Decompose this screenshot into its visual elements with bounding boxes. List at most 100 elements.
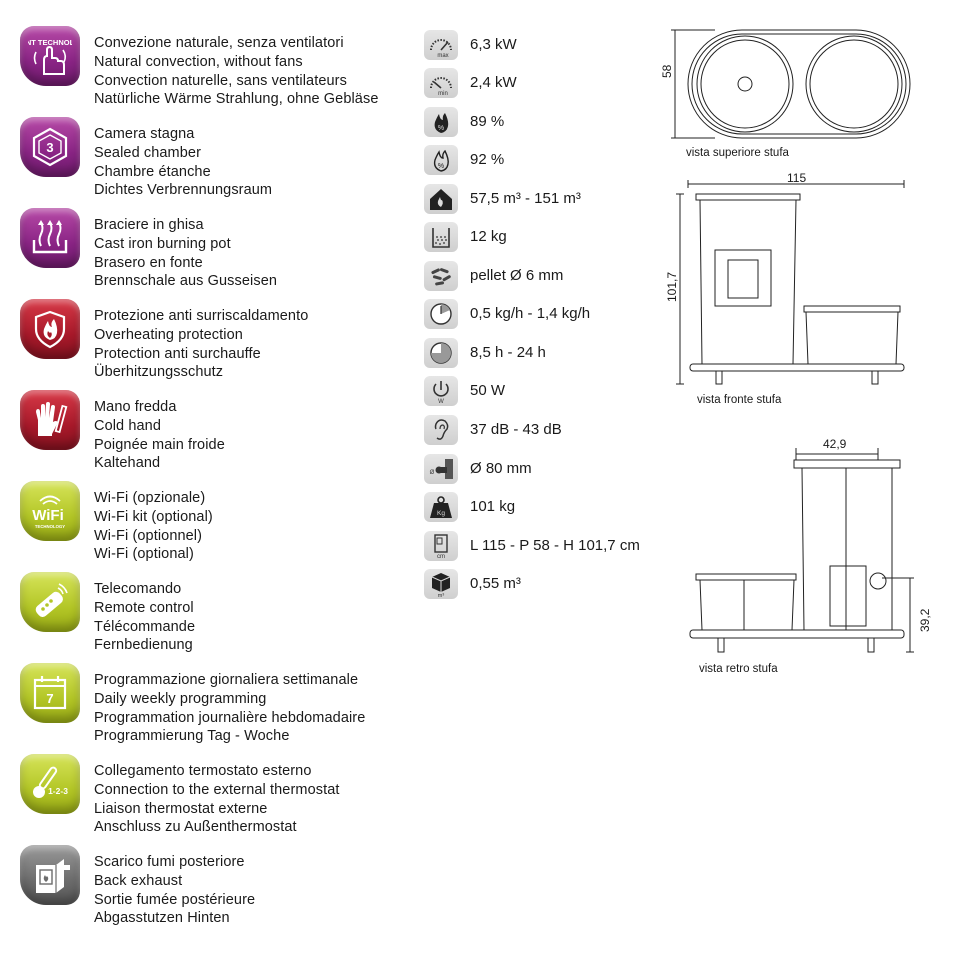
spec-consumption: 0,5 kg/h - 1,4 kg/h — [424, 299, 704, 333]
front-width-dimension: 115 — [787, 171, 807, 185]
feature-burning-pot: Braciere in ghisa Cast iron burning pot … — [20, 208, 400, 290]
spec-heated-volume: 57,5 m³ - 151 m³ — [424, 184, 704, 218]
top-view-diagram — [671, 29, 911, 139]
feature-back-exhaust: Scarico fumi posteriore Back exhaust Sor… — [20, 845, 400, 927]
feature-line-en: Wi-Fi kit (optional) — [94, 508, 213, 525]
weight-icon: Kg — [424, 492, 458, 522]
feature-line-it: Wi-Fi (opzionale) — [94, 490, 206, 506]
diameter-label: Ø — [430, 470, 435, 476]
feature-line-de: Anschluss zu Außenthermostat — [94, 819, 297, 836]
spec-value: 50 W — [470, 382, 506, 399]
feature-line-de: Kaltehand — [94, 455, 161, 472]
spec-volume: m³ 0,55 m³ — [424, 569, 704, 603]
feature-overheating: Protezione anti surriscaldamento Overhea… — [20, 299, 400, 381]
noise-ear-icon — [424, 415, 458, 445]
feature-line-fr: Protection anti surchauffe — [94, 345, 261, 362]
feature-line-fr: Sortie fumée postérieure — [94, 891, 256, 908]
feature-line-de: Fernbedienung — [94, 637, 193, 654]
feature-line-fr: Télécommande — [94, 618, 196, 635]
svg-text:%: % — [438, 163, 444, 170]
heated-volume-house-icon — [424, 184, 458, 214]
feature-thermostat: 1-2-3 Collegamento termostato esterno Co… — [20, 754, 400, 836]
feature-line-en: Daily weekly programming — [94, 690, 267, 707]
spec-value: L 115 - P 58 - H 101,7 cm — [470, 537, 640, 554]
spec-hopper: 12 kg — [424, 222, 704, 256]
feature-line-de: Überhitzungsschutz — [94, 364, 224, 381]
front-view-caption: vista fronte stufa — [697, 394, 782, 406]
sealed-chamber-3-icon: 3 — [20, 117, 80, 177]
feature-silent: SILENT TECHNOLOGY Convezione naturale, s… — [20, 26, 400, 108]
hopper-capacity-icon — [424, 222, 458, 252]
feature-remote: Telecomando Remote control Télécommande … — [20, 572, 400, 654]
spec-value: 92 % — [470, 151, 505, 168]
feature-line-de: Dichtes Verbrennungsraum — [94, 182, 273, 199]
spec-value: 0,55 m³ — [470, 575, 521, 592]
autonomy-clock-icon — [424, 338, 458, 368]
svg-text:%: % — [438, 125, 444, 132]
back-view-caption: vista retro stufa — [699, 663, 778, 675]
flue-diameter-icon: Ø — [424, 454, 458, 484]
silent-technology-icon: SILENT TECHNOLOGY — [20, 26, 80, 86]
feature-line-en: Natural convection, without fans — [94, 53, 303, 70]
feature-line-it: Protezione anti surriscaldamento — [94, 308, 309, 324]
spec-value: 12 kg — [470, 228, 507, 245]
feature-cold-hand: Mano fredda Cold hand Poignée main froid… — [20, 390, 400, 472]
feature-line-it: Camera stagna — [94, 126, 195, 142]
calendar-label: 7 — [46, 691, 53, 706]
feature-line-de: Brennschale aus Gusseisen — [94, 273, 278, 290]
spec-flue: Ø Ø 80 mm — [424, 454, 704, 488]
cm-label: cm — [437, 554, 445, 559]
spec-min-power: min 2,4 kW — [424, 68, 704, 102]
feature-line-fr: Programmation journalière hebdomadaire — [94, 709, 366, 726]
feature-line-de: Abgasstutzen Hinten — [94, 910, 230, 927]
spec-value: 2,4 kW — [470, 74, 517, 91]
sealed-label: 3 — [46, 140, 53, 155]
thermostat-label: 1-2-3 — [48, 786, 68, 796]
feature-line-en: Remote control — [94, 599, 194, 616]
spec-value: 89 % — [470, 113, 505, 130]
efficiency-percent-flame-icon: % — [424, 145, 458, 175]
feature-line-en: Sealed chamber — [94, 144, 201, 161]
max-label: max — [437, 53, 448, 58]
top-view-caption: vista superiore stufa — [686, 147, 789, 159]
spec-noise: 37 dB - 43 dB — [424, 415, 704, 449]
feature-line-fr: Poignée main froide — [94, 436, 225, 453]
feature-line-it: Convezione naturale, senza ventilatori — [94, 35, 344, 51]
pellet-icon — [424, 261, 458, 291]
max-power-gauge-icon: max — [424, 30, 458, 60]
spec-value: 0,5 kg/h - 1,4 kg/h — [470, 305, 591, 322]
feature-line-de: Wi-Fi (optional) — [94, 546, 194, 563]
volume-cube-icon: m³ — [424, 569, 458, 599]
feature-line-it: Mano fredda — [94, 399, 177, 415]
efficiency-flame-icon: % — [424, 107, 458, 137]
back-view-diagram — [689, 448, 914, 653]
feature-wifi: WiFi TECHNOLOGY Wi-Fi (opzionale) Wi-Fi … — [20, 481, 400, 563]
back-width-dimension: 42,9 — [823, 437, 847, 451]
feature-sealed-chamber: 3 Camera stagna Sealed chamber Chambre é… — [20, 117, 400, 199]
spec-value: 6,3 kW — [470, 36, 517, 53]
spec-value: 57,5 m³ - 151 m³ — [470, 190, 581, 207]
feature-line-en: Cast iron burning pot — [94, 235, 231, 252]
spec-value: 8,5 h - 24 h — [470, 344, 546, 361]
feature-line-de: Natürliche Wärme Strahlung, ohne Gebläse — [94, 91, 379, 108]
feature-line-it: Scarico fumi posteriore — [94, 854, 245, 870]
spec-efficiency-2: % 92 % — [424, 145, 704, 179]
front-view-diagram — [676, 180, 905, 385]
spec-dimensions: cm L 115 - P 58 - H 101,7 cm — [424, 531, 704, 565]
spec-pellet: pellet Ø 6 mm — [424, 261, 704, 295]
feature-line-it: Braciere in ghisa — [94, 217, 204, 233]
remote-control-icon — [20, 572, 80, 632]
feature-line-fr: Chambre étanche — [94, 163, 211, 180]
min-label: min — [438, 91, 448, 96]
feature-programming: 7 Programmazione giornaliera settimanale… — [20, 663, 400, 744]
cast-iron-burning-pot-icon — [20, 208, 80, 268]
thermostat-1-2-3-icon: 1-2-3 — [20, 754, 80, 814]
calendar-7-icon: 7 — [20, 663, 80, 723]
feature-line-fr: Liaison thermostat externe — [94, 800, 268, 817]
min-power-gauge-icon: min — [424, 68, 458, 98]
feature-line-it: Collegamento termostato esterno — [94, 763, 312, 779]
feature-line-en: Overheating protection — [94, 326, 243, 343]
spec-value: Ø 80 mm — [470, 460, 532, 477]
spec-value: pellet Ø 6 mm — [470, 267, 564, 284]
silent-label: SILENT TECHNOLOGY — [28, 38, 72, 47]
